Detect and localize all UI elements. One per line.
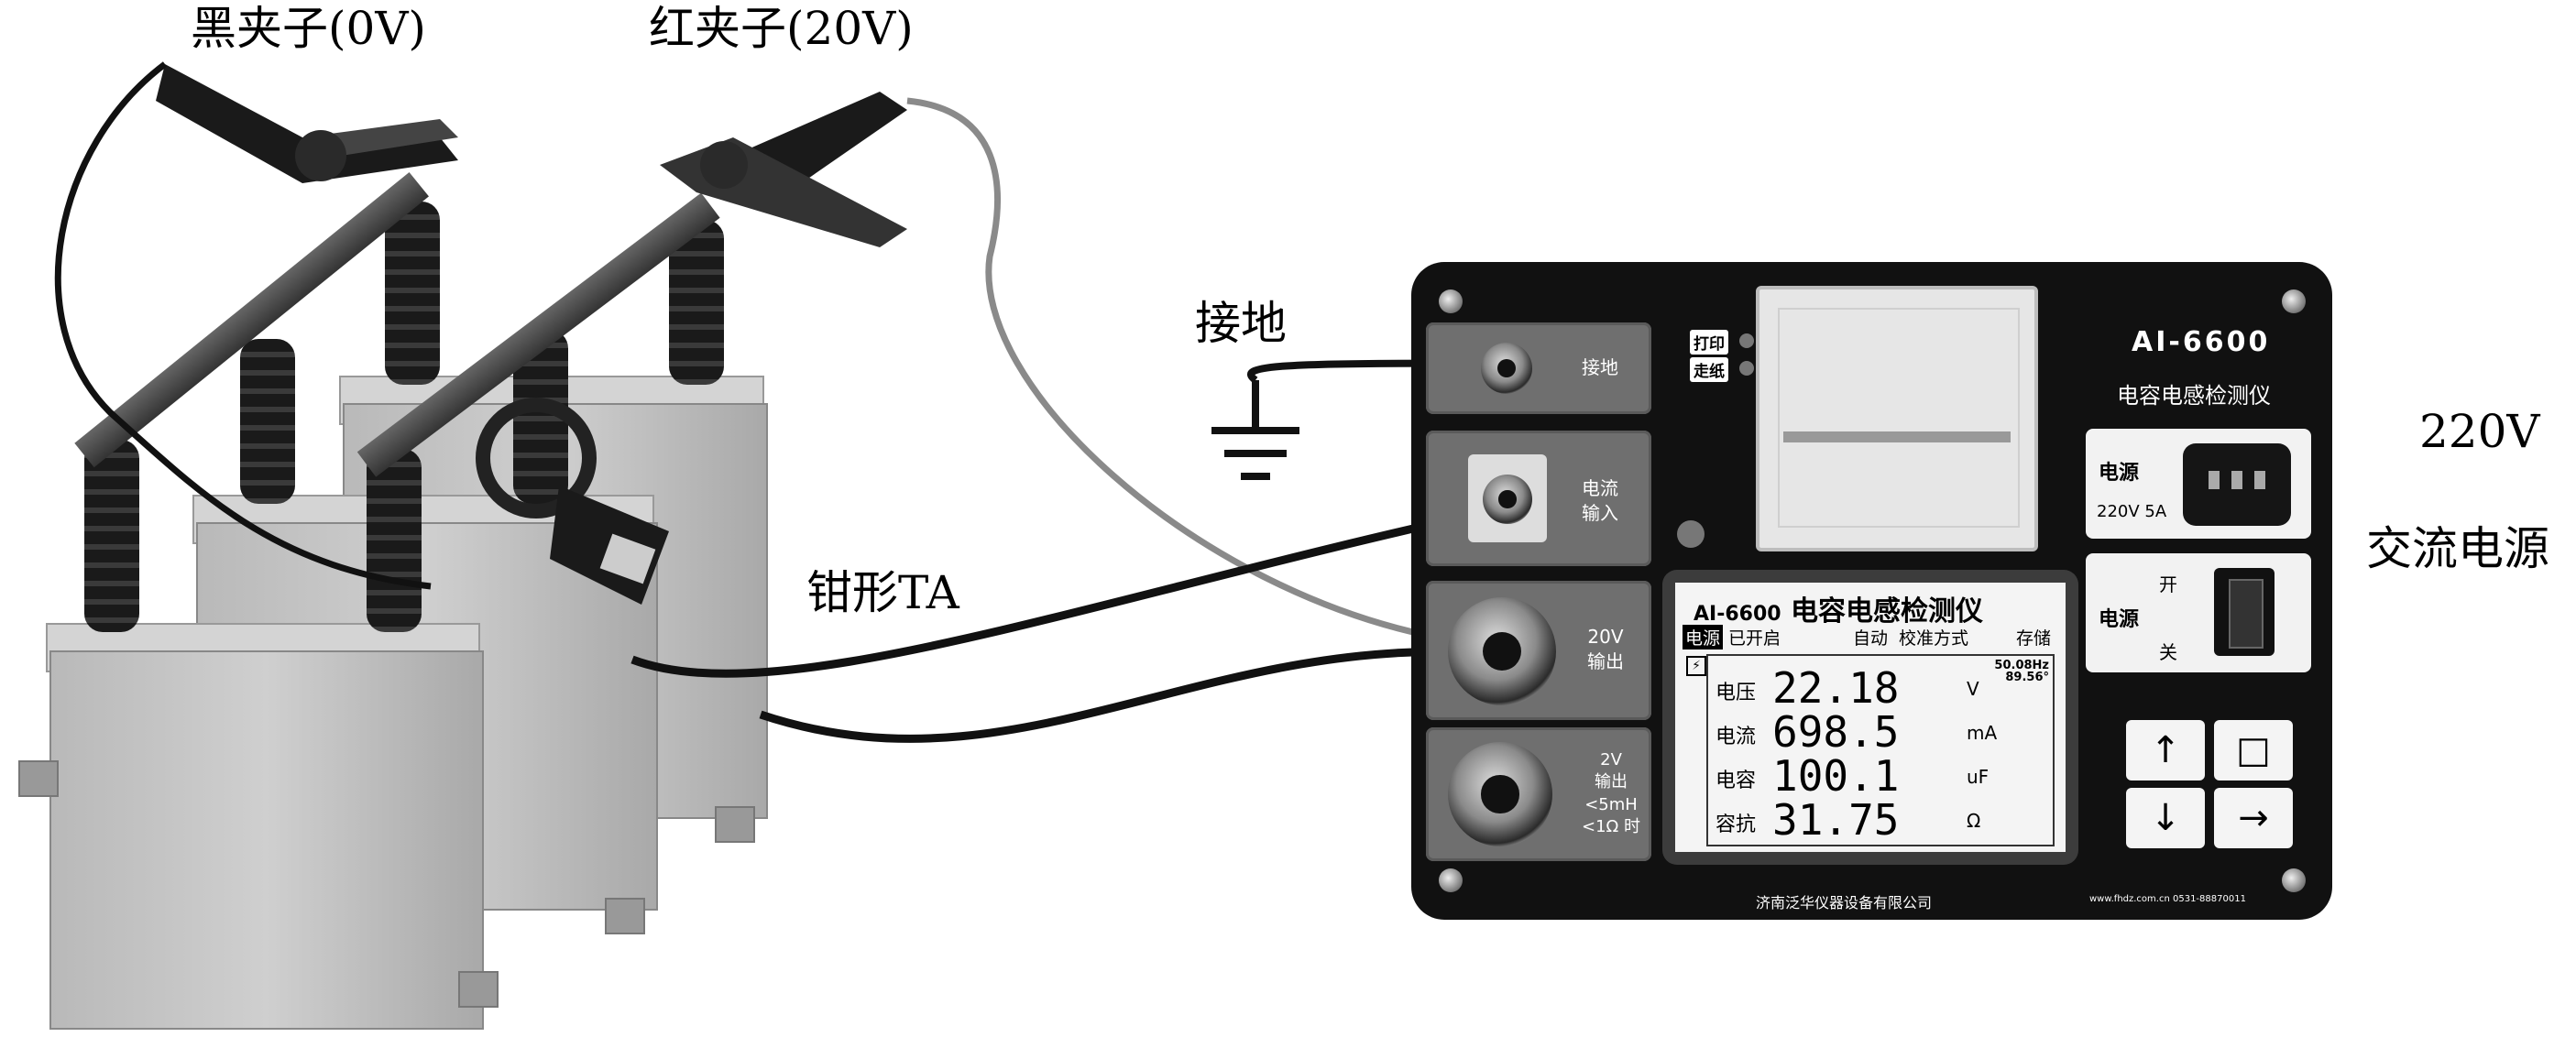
capacitor-front-body bbox=[49, 650, 484, 1030]
print-led bbox=[1739, 333, 1754, 348]
model-label: AI-6600 bbox=[2132, 326, 2271, 358]
printer-cover bbox=[1778, 308, 2020, 528]
lcd-row-value: 698.5 bbox=[1772, 707, 1900, 757]
lcd-row-voltage: 电压 22.18 V bbox=[1708, 663, 2053, 713]
lcd-title: AI-6600 电容电感检测仪 bbox=[1694, 588, 1983, 628]
ground-jack[interactable] bbox=[1481, 343, 1532, 394]
output-2v-jack[interactable] bbox=[1448, 742, 1552, 846]
capacitor-mid-foot bbox=[605, 898, 645, 934]
power-voltage-label: 220V bbox=[2419, 405, 2540, 458]
ground-module: 接地 bbox=[1426, 322, 1651, 414]
red-clip-wire bbox=[906, 97, 1431, 639]
power-switch-box: 开 电源 关 bbox=[2086, 553, 2311, 672]
down-key[interactable]: ↓ bbox=[2126, 788, 2205, 848]
lcd-readings: 50.08Hz 89.56° 电压 22.18 V 电流 698.5 mA 电容… bbox=[1706, 654, 2055, 846]
lcd-row-reactance: 容抗 31.75 Ω bbox=[1708, 795, 2053, 845]
power-switch[interactable] bbox=[2214, 568, 2275, 656]
lcd-status-calib: 校准方式 bbox=[1899, 628, 1969, 649]
capacitor-front-foot bbox=[458, 971, 499, 1008]
bushing bbox=[84, 440, 139, 632]
output-wire-1 bbox=[759, 647, 1467, 743]
device-name-label: 电容电感检测仪 bbox=[2117, 383, 2271, 409]
ground-label: 接地 bbox=[1195, 297, 1287, 350]
black-clip-label: 黑夹子(0V) bbox=[191, 2, 426, 55]
lcd-row-name: 电压 bbox=[1716, 682, 1757, 704]
feed-button[interactable]: 走纸 bbox=[1690, 357, 1728, 382]
ground-module-label: 接地 bbox=[1582, 356, 1618, 378]
lcd-title-model: AI-6600 bbox=[1694, 603, 1781, 626]
clamp-ta-icon bbox=[476, 398, 669, 605]
black-clip-icon bbox=[156, 64, 458, 183]
output-20v-jack[interactable] bbox=[1448, 597, 1556, 705]
lcd-status-power: 电源 bbox=[1683, 625, 1724, 649]
lcd-row-value: 22.18 bbox=[1772, 663, 1900, 713]
print-button[interactable]: 打印 bbox=[1690, 330, 1728, 355]
output-2v-label: 2V 输出 <5mH <1Ω 时 bbox=[1582, 750, 1641, 836]
stop-key[interactable]: □ bbox=[2214, 720, 2293, 780]
red-clip-label: 红夹子(20V) bbox=[649, 2, 914, 55]
power-socket[interactable] bbox=[2183, 443, 2291, 526]
power-switch-off-label: 关 bbox=[2159, 641, 2177, 663]
lcd-freq-value: 50.08Hz bbox=[1994, 659, 2049, 672]
lcd-frequency: 50.08Hz 89.56° bbox=[1994, 660, 2049, 683]
current-input-socket[interactable] bbox=[1468, 454, 1547, 542]
bushing bbox=[367, 449, 422, 632]
output-2v-module: 2V 输出 <5mH <1Ω 时 bbox=[1426, 727, 1651, 861]
black-clip-wire bbox=[54, 61, 432, 590]
screw-icon bbox=[2282, 289, 2306, 313]
lcd-status-auto: 自动 bbox=[1853, 628, 1889, 649]
instrument-panel: 接地 电流 输入 20V 输出 2V 输出 <5mH <1Ω 时 打印 走纸 A… bbox=[1411, 262, 2332, 920]
output-wire-2 bbox=[630, 504, 1504, 678]
capacitor-back-foot bbox=[715, 806, 755, 843]
bushing bbox=[385, 202, 440, 385]
lcd-row-value: 31.75 bbox=[1772, 795, 1900, 845]
capacitor-front-foot-left bbox=[18, 760, 59, 797]
lcd-row-unit: Ω bbox=[1967, 810, 1981, 832]
output-20v-module: 20V 输出 bbox=[1426, 581, 1651, 720]
ground-icon bbox=[1211, 380, 1299, 480]
power-socket-label: 电源 bbox=[2099, 462, 2140, 485]
indicator-led bbox=[1677, 520, 1705, 548]
current-input-label: 电流 输入 bbox=[1582, 477, 1618, 524]
lcd-row-current: 电流 698.5 mA bbox=[1708, 707, 2053, 757]
website-label: www.fhdz.com.cn 0531-88870011 bbox=[2089, 894, 2246, 904]
lcd-title-name: 电容电感检测仪 bbox=[1791, 595, 1984, 628]
lcd-row-name: 电流 bbox=[1716, 726, 1757, 748]
up-key[interactable]: ↑ bbox=[2126, 720, 2205, 780]
lcd-row-value: 100.1 bbox=[1772, 751, 1900, 801]
lcd-row-unit: mA bbox=[1967, 722, 1998, 744]
lcd-screen: AI-6600 电容电感检测仪 电源 已开启 自动 校准方式 存储 ⚡ 50.0… bbox=[1675, 583, 2066, 852]
right-key[interactable]: → bbox=[2214, 788, 2293, 848]
lcd-row-capacitance: 电容 100.1 uF bbox=[1708, 751, 2053, 801]
lcd-battery-icon: ⚡ bbox=[1686, 656, 1706, 676]
power-ac-label: 交流电源 bbox=[2366, 522, 2549, 575]
bushing bbox=[240, 339, 295, 504]
power-socket-box: 电源 220V 5A bbox=[2086, 429, 2311, 539]
current-input-module: 电流 输入 bbox=[1426, 431, 1651, 566]
output-20v-label: 20V 输出 bbox=[1587, 626, 1624, 672]
manufacturer-label: 济南泛华仪器设备有限公司 bbox=[1756, 894, 1933, 911]
screw-icon bbox=[1439, 868, 1463, 892]
power-socket-rating: 220V 5A bbox=[2097, 502, 2167, 521]
power-switch-on-label: 开 bbox=[2159, 573, 2177, 595]
lcd-row-name: 容抗 bbox=[1716, 813, 1757, 836]
paper-slot bbox=[1783, 431, 2011, 442]
current-input-jack[interactable] bbox=[1483, 475, 1532, 524]
lcd-row-name: 电容 bbox=[1716, 770, 1757, 792]
lcd-row-unit: V bbox=[1967, 678, 1979, 700]
screw-icon bbox=[2282, 868, 2306, 892]
lcd-status-on: 已开启 bbox=[1728, 628, 1781, 649]
red-clip-icon bbox=[660, 92, 907, 247]
lcd-row-unit: uF bbox=[1967, 766, 1990, 788]
printer bbox=[1756, 286, 2038, 551]
clamp-ta-label: 钳形TA bbox=[806, 566, 959, 619]
lcd-angle-value: 89.56° bbox=[2005, 671, 2049, 684]
feed-led bbox=[1739, 361, 1754, 376]
screw-icon bbox=[1439, 289, 1463, 313]
lcd-frame: AI-6600 电容电感检测仪 电源 已开启 自动 校准方式 存储 ⚡ 50.0… bbox=[1662, 570, 2078, 865]
power-switch-label: 电源 bbox=[2099, 608, 2140, 631]
lcd-status-save: 存储 bbox=[2016, 628, 2052, 649]
